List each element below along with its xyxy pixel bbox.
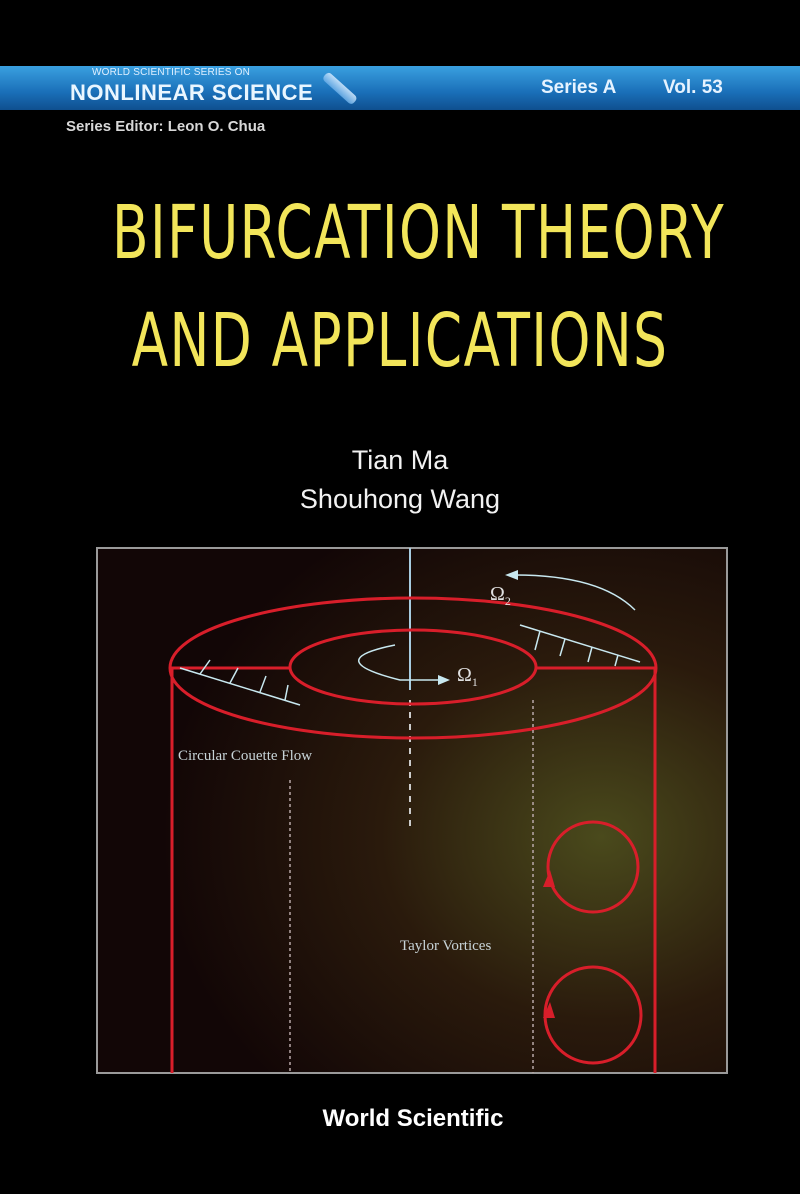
- omega1-label: Ω1: [457, 664, 478, 689]
- velocity-profiles: [179, 574, 641, 706]
- taylor-vortices-label: Taylor Vortices: [400, 938, 491, 954]
- couette-flow-label: Circular Couette Flow: [178, 748, 312, 764]
- author-2: Shouhong Wang: [299, 484, 501, 514]
- omega2-rotation-arrow: [514, 574, 636, 611]
- omega2-arrowhead: [505, 570, 518, 580]
- series-banner: [0, 66, 800, 110]
- series-editor: Series Editor: Leon O. Chua: [66, 118, 266, 135]
- vortex-arrow-2: [543, 1002, 555, 1018]
- taylor-vortex-1: [546, 820, 640, 914]
- volume-label: Vol. 53: [663, 77, 723, 98]
- cylinder: [168, 596, 658, 1073]
- series-prefix: WORLD SCIENTIFIC SERIES ON: [92, 67, 250, 78]
- series-name: NONLINEAR SCIENCE: [70, 80, 314, 105]
- title-line-2: AND APPLICATIONS: [131, 298, 669, 384]
- title-line-1: BIFURCATION THEORY: [112, 190, 726, 276]
- omega1-rotation-arrow: [358, 644, 440, 681]
- omega2-label: Ω2: [490, 583, 511, 608]
- illustration-frame: [96, 547, 728, 1074]
- publisher: World Scientific: [322, 1105, 504, 1132]
- author-1: Tian Ma: [351, 445, 449, 475]
- vortex-arrow-1: [543, 870, 555, 887]
- omega1-arrowhead: [438, 675, 450, 685]
- series-label: Series A: [541, 77, 617, 98]
